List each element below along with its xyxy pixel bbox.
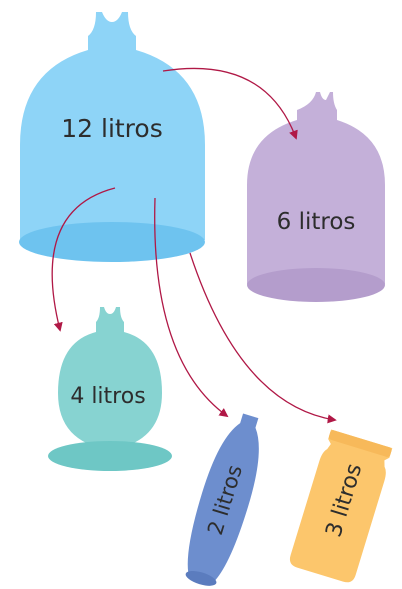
three-liter-jar: 3 litros [289, 429, 393, 583]
arrow-to-four-liter [51, 187, 116, 332]
six-liter-bottle: 6 litros [247, 92, 385, 302]
arrow-to-six-liter [162, 67, 298, 140]
arrow-to-two-liter [154, 197, 229, 418]
twelve-liter-bottle: 12 litros [19, 12, 205, 262]
arrow-to-three-liter [189, 252, 337, 424]
six-liter-label: 6 litros [277, 209, 356, 235]
two-liter-bottle: 2 litros [185, 413, 259, 586]
four-liter-label: 4 litros [70, 384, 145, 409]
four-liter-flask: 4 litros [48, 307, 172, 471]
twelve-liter-label: 12 litros [61, 114, 163, 143]
